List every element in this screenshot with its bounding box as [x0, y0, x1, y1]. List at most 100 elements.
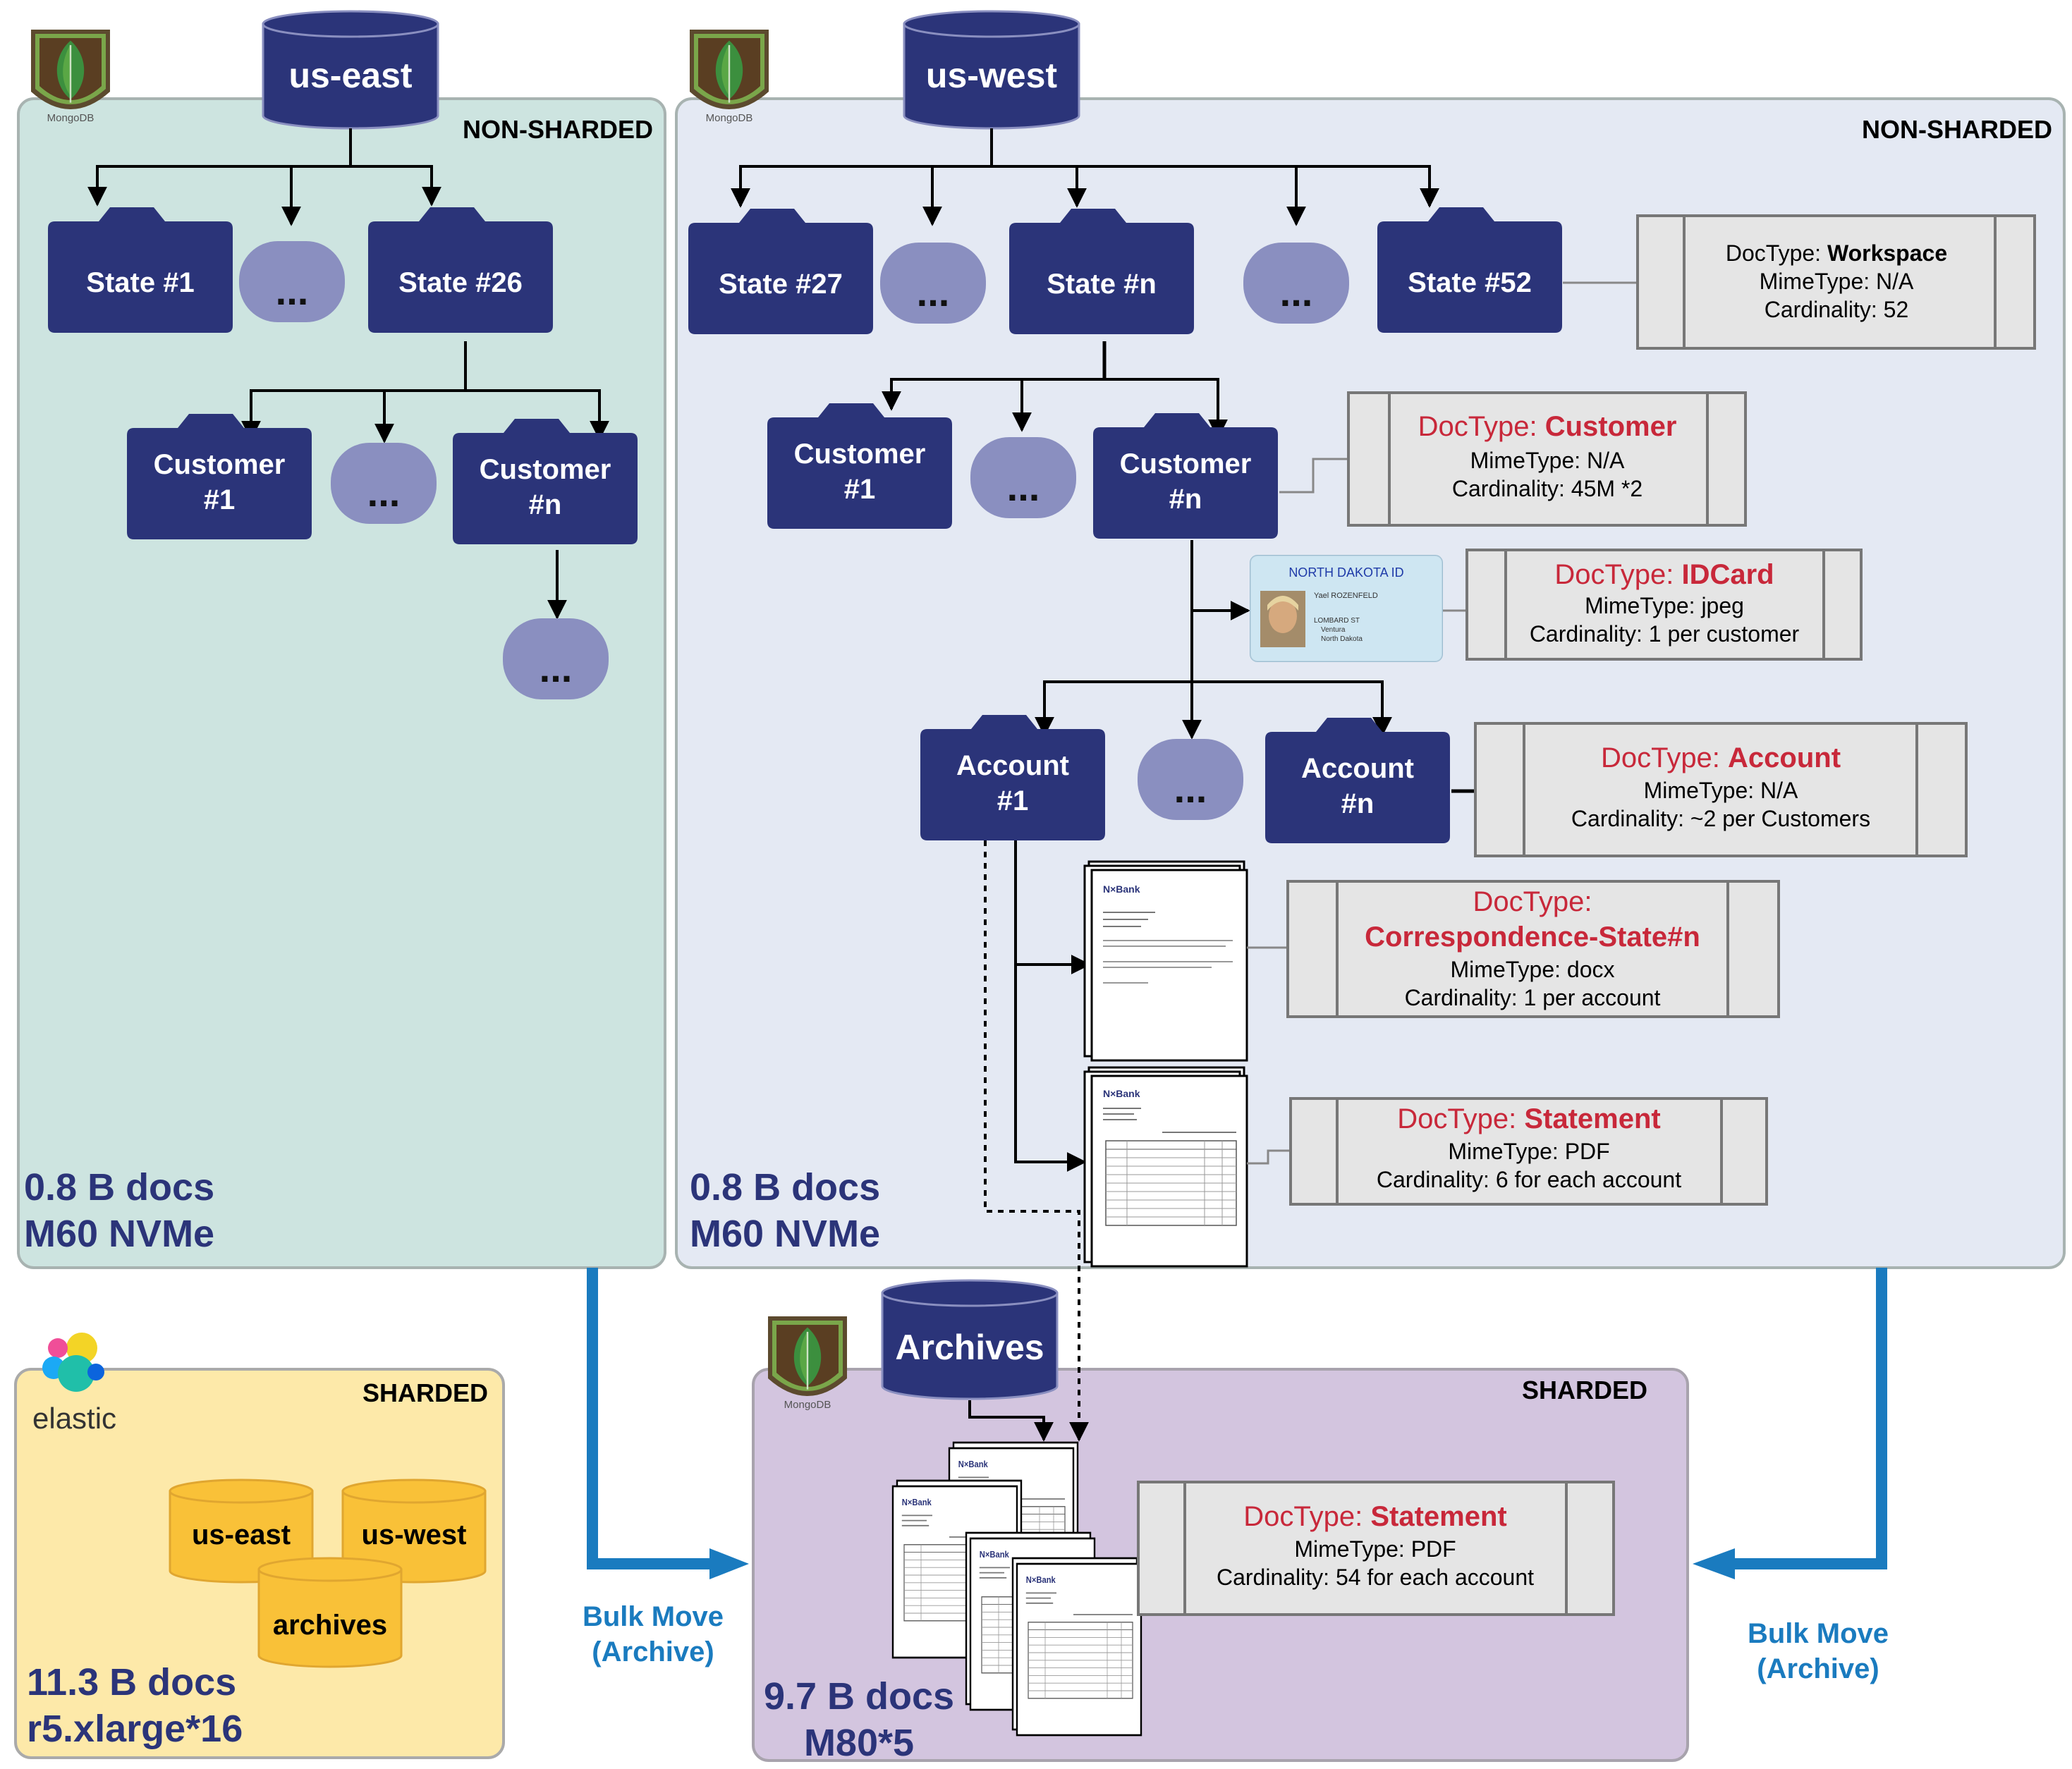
index-label: us-west: [362, 1519, 467, 1550]
us-west-db-label: us-west: [926, 56, 1058, 95]
id-card-city: Ventura: [1321, 626, 1346, 634]
id-card-state: North Dakota: [1321, 635, 1363, 643]
us-east-state-1-folder[interactable]: State #1: [48, 207, 233, 333]
us-east-state-26-folder[interactable]: State #26: [368, 207, 553, 333]
id-card-address: LOMBARD ST: [1314, 617, 1360, 625]
cardinality-line: Cardinality: ~2 per Customers: [1571, 806, 1870, 831]
cardinality-line: Cardinality: 54 for each account: [1217, 1565, 1534, 1590]
id-card-title: NORTH DAKOTA ID: [1288, 565, 1403, 580]
folder-label: Customer#n: [1120, 448, 1252, 515]
mongodb-caption: MongoDB: [47, 112, 95, 124]
doctype-line: DocType:: [1473, 886, 1592, 917]
doctype-line: DocType: Workspace: [1726, 240, 1947, 266]
folder-label: State #n: [1047, 269, 1157, 300]
folder-label: State #26: [398, 267, 523, 298]
archives-db-label: Archives: [895, 1328, 1044, 1367]
us-west-instance: M60 NVMe: [690, 1213, 880, 1255]
archives-database: Archives: [881, 1279, 1059, 1400]
mongodb-logo-west: MongoDB: [690, 30, 769, 124]
id-card-image: NORTH DAKOTA ID Yael ROZENFELD LOMBARD S…: [1250, 555, 1443, 662]
folder-label: Customer#n: [480, 454, 611, 520]
elastic-instance: r5.xlarge*16: [27, 1708, 243, 1750]
us-west-account-ellipsis: [1138, 739, 1243, 820]
doctype-line: DocType: IDCard: [1554, 559, 1774, 590]
bulk-move-sublabel-west: (Archive): [1757, 1653, 1879, 1684]
folder-label-line: #n: [529, 489, 562, 520]
statement-doc-stack: [1083, 1066, 1248, 1268]
us-west-doc-count: 0.8 B docs: [690, 1166, 880, 1208]
folder-label: Customer#1: [154, 449, 286, 515]
archives-instance: M80*5: [804, 1722, 914, 1764]
doctype-correspondence-box: DocType: Correspondence-State#n MimeType…: [1286, 880, 1780, 1018]
folder-label: State #52: [1408, 267, 1532, 298]
mimetype-line: MimeType: PDF: [1294, 1536, 1456, 1562]
mimetype-line: MimeType: docx: [1451, 957, 1615, 982]
index-label: archives: [273, 1610, 387, 1641]
us-west-account-n-folder[interactable]: Account#n: [1265, 718, 1450, 843]
cardinality-line: Cardinality: 45M *2: [1452, 476, 1643, 501]
us-east-more-ellipsis: [503, 618, 609, 699]
doctype-account-box: DocType: Account MimeType: N/A Cardinali…: [1474, 722, 1968, 857]
elastic-tag: SHARDED: [362, 1378, 488, 1407]
correspondence-doc-stack: [1083, 860, 1248, 1062]
folder-label: Account#1: [956, 750, 1069, 816]
us-west-customer-n-folder[interactable]: Customer#n: [1093, 413, 1278, 539]
us-west-state-27-folder[interactable]: State #27: [688, 209, 873, 334]
mongodb-caption: MongoDB: [784, 1399, 831, 1411]
us-east-connectors: [87, 128, 609, 620]
cardinality-line: Cardinality: 6 for each account: [1377, 1167, 1681, 1192]
folder-label: State #27: [719, 269, 843, 300]
mongodb-caption: MongoDB: [706, 112, 753, 124]
archives-tag: SHARDED: [1522, 1376, 1647, 1404]
elastic-wordmark: elastic: [32, 1402, 116, 1435]
us-west-account-1-folder[interactable]: Account#1: [920, 715, 1105, 840]
us-east-customer-1-folder[interactable]: Customer#1: [127, 414, 312, 539]
bulk-move-label-east: Bulk Move: [583, 1601, 724, 1632]
us-east-customer-n-folder[interactable]: Customer#n: [453, 419, 638, 544]
us-east-customer-ellipsis: [331, 443, 437, 524]
doctype-line: DocType: Customer: [1418, 411, 1677, 442]
mimetype-line: MimeType: PDF: [1448, 1139, 1609, 1164]
mimetype-line: MimeType: N/A: [1644, 778, 1798, 803]
folder-label: Account#n: [1301, 753, 1414, 819]
elastic-index-us-west: us-west: [341, 1479, 487, 1584]
us-west-customer-1-folder[interactable]: Customer#1: [767, 403, 952, 529]
cardinality-line: Cardinality: 52: [1765, 297, 1909, 322]
doctype-idcard-box: DocType: IDCard MimeType: jpeg Cardinali…: [1465, 549, 1863, 661]
doctype-archive-statement-box: DocType: Statement MimeType: PDF Cardina…: [1137, 1481, 1615, 1616]
mongodb-logo-archives: MongoDB: [768, 1316, 847, 1411]
cardinality-line: Cardinality: 1 per customer: [1530, 621, 1800, 647]
elastic-logo: elastic: [32, 1333, 116, 1435]
doctype-line: DocType: Account: [1601, 742, 1841, 773]
cardinality-line: Cardinality: 1 per account: [1405, 985, 1661, 1010]
doctype-statement-box: DocType: Statement MimeType: PDF Cardina…: [1289, 1097, 1768, 1206]
mimetype-line: MimeType: N/A: [1470, 448, 1625, 473]
doctype-line: DocType: Statement: [1243, 1501, 1506, 1532]
folder-label-line: #1: [997, 785, 1029, 816]
mimetype-line: MimeType: jpeg: [1585, 593, 1744, 618]
us-west-database: us-west: [903, 10, 1080, 130]
us-east-db-label: us-east: [288, 56, 412, 95]
folder-label-line: #1: [844, 474, 876, 505]
us-east-state-ellipsis: [239, 241, 345, 322]
doctype-line: DocType: Statement: [1397, 1103, 1660, 1134]
us-west-state-n-folder[interactable]: State #n: [1009, 209, 1194, 334]
folder-label: State #1: [86, 267, 194, 298]
us-west-tag: NON-SHARDED: [1862, 115, 2052, 144]
doctype-workspace-box: DocType: Workspace MimeType: N/A Cardina…: [1636, 214, 2036, 350]
folder-label-line: #n: [1341, 788, 1375, 819]
elastic-index-archives: archives: [257, 1557, 403, 1668]
us-east-instance: M60 NVMe: [24, 1213, 214, 1255]
elastic-index-us-east: us-east: [169, 1479, 314, 1584]
us-east-doc-count: 0.8 B docs: [24, 1166, 214, 1208]
id-card-name: Yael ROZENFELD: [1314, 592, 1378, 600]
us-east-tag: NON-SHARDED: [463, 115, 653, 144]
folder-label-line: #n: [1169, 484, 1202, 515]
archives-doc-count: 9.7 B docs: [764, 1675, 954, 1718]
us-west-state-52-folder[interactable]: State #52: [1377, 207, 1562, 333]
us-east-database: us-east: [262, 10, 439, 130]
bulk-move-label-west: Bulk Move: [1748, 1618, 1889, 1649]
mongodb-logo-east: MongoDB: [31, 30, 110, 124]
mimetype-line: MimeType: N/A: [1760, 269, 1914, 294]
us-west-state-ellipsis-1: [880, 243, 986, 324]
